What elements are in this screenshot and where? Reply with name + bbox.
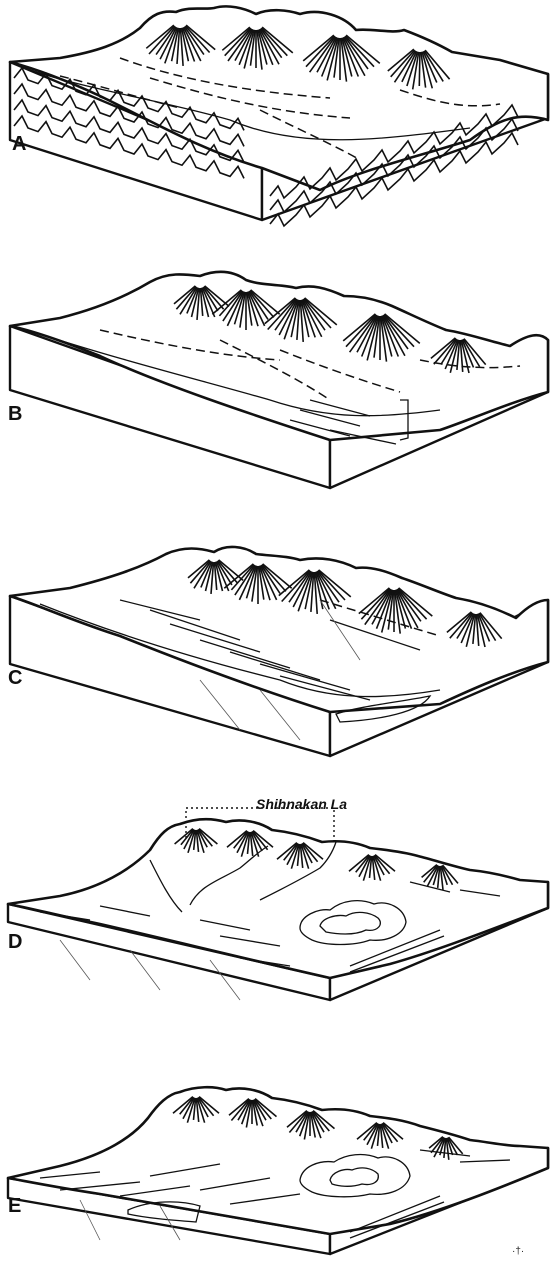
- block-diagram-b: [10, 272, 548, 488]
- panel-label-b: B: [8, 404, 22, 424]
- panel-label-c: C: [8, 668, 22, 688]
- panel-label-e: E: [8, 1196, 21, 1216]
- block-diagram-c: [10, 547, 548, 756]
- block-d-top-surface: [8, 819, 548, 978]
- block-diagram-a: [10, 6, 548, 226]
- block-diagram-d: [8, 808, 548, 1000]
- shihnakan-la-annotation: Shihnakan La: [256, 796, 347, 812]
- corner-mark: ·†·: [512, 1246, 524, 1257]
- panel-label-a: A: [12, 134, 26, 154]
- block-diagram-e: [8, 1087, 548, 1254]
- panel-label-d: D: [8, 932, 22, 952]
